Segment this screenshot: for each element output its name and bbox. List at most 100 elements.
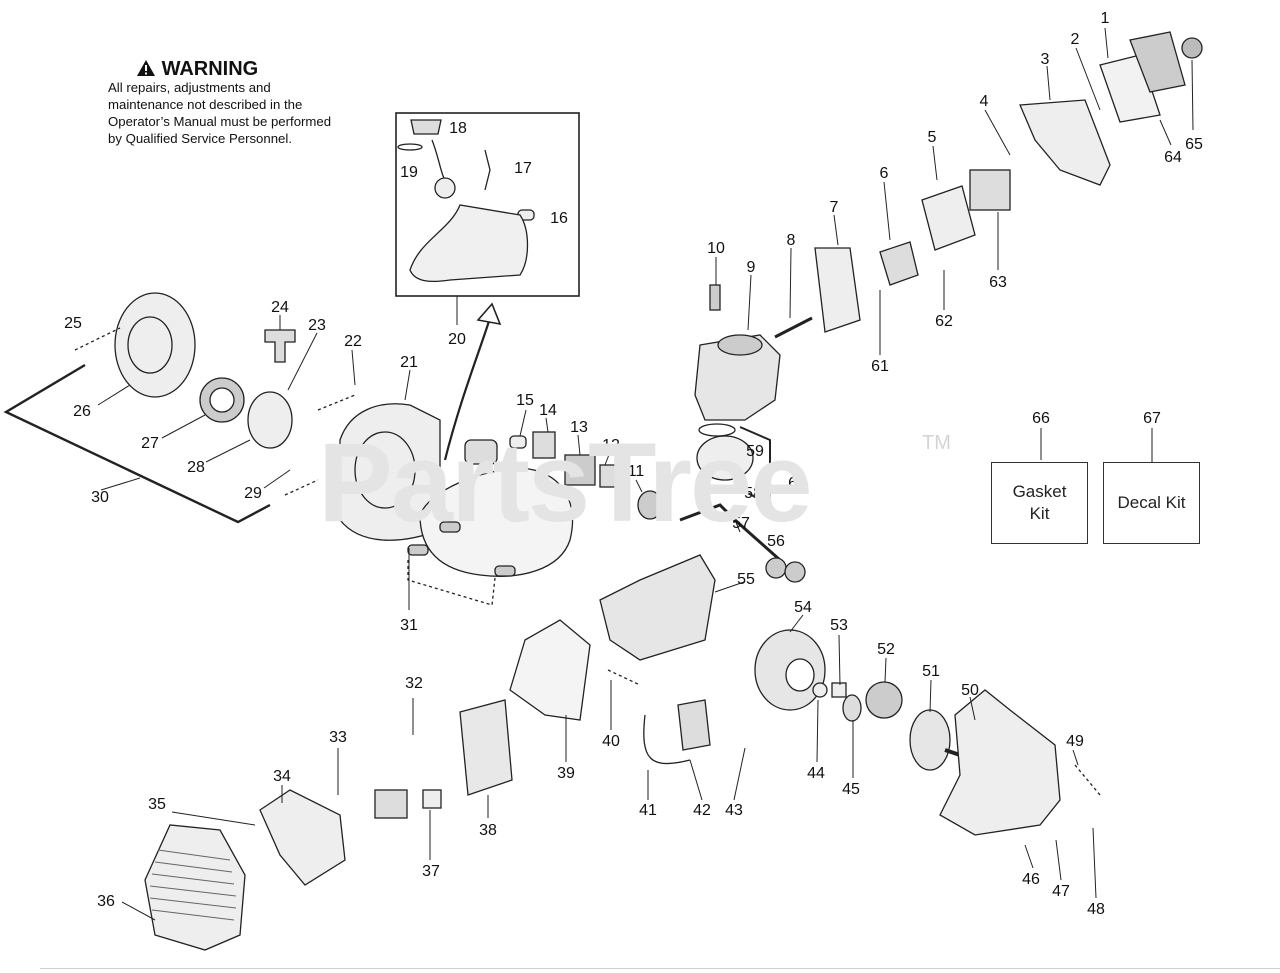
plug-wire-41 — [643, 714, 691, 765]
callout-16: 16 — [550, 210, 568, 227]
intake-adapter-6 — [879, 241, 919, 286]
callout-60: 60 — [788, 475, 806, 492]
callout-13: 13 — [570, 419, 588, 436]
bottom-divider — [40, 968, 1280, 969]
fuel-tank-inset — [409, 204, 529, 283]
gasket-kit-label: Gasket Kit — [1012, 482, 1067, 523]
starter-handle-24 — [264, 329, 296, 363]
cylinder-9 — [694, 334, 781, 421]
callout-34: 34 — [273, 768, 291, 785]
crankcase-55 — [599, 554, 716, 661]
callout-40: 40 — [602, 733, 620, 750]
callout-33: 33 — [329, 729, 347, 746]
clutch-drum-51 — [909, 709, 951, 771]
callout-2: 2 — [1071, 31, 1080, 48]
callout-46: 46 — [1022, 871, 1040, 888]
callout-18: 18 — [449, 120, 467, 137]
callout-51: 51 — [922, 663, 940, 680]
callout-37: 37 — [422, 863, 440, 880]
intake-gasket-7 — [814, 247, 861, 333]
trademark-mark: TM — [922, 432, 951, 454]
callout-17: 17 — [514, 160, 532, 177]
callout-21: 21 — [400, 354, 418, 371]
knob-65 — [1181, 37, 1203, 59]
callout-10: 10 — [707, 240, 725, 257]
callout-28: 28 — [187, 459, 205, 476]
spacer-53 — [831, 682, 847, 698]
damper-31a — [439, 521, 461, 533]
callout-32: 32 — [405, 675, 423, 692]
ignition-coil-42 — [677, 699, 711, 751]
callout-38: 38 — [479, 822, 497, 839]
warning-heading: WARNING — [136, 58, 258, 81]
inset-arrow — [443, 317, 492, 461]
callout-1: 1 — [1101, 10, 1110, 27]
callout-50: 50 — [961, 682, 979, 699]
callout-62: 62 — [935, 313, 953, 330]
callout-42: 42 — [693, 802, 711, 819]
callout-44: 44 — [807, 765, 825, 782]
fuel-tank-inset-box — [395, 112, 580, 297]
callout-20: 20 — [448, 331, 466, 348]
callout-6: 6 — [880, 165, 889, 182]
callout-61: 61 — [871, 358, 889, 375]
callout-12: 12 — [602, 437, 620, 454]
callout-54: 54 — [794, 599, 812, 616]
callout-4: 4 — [980, 93, 989, 110]
part-14 — [532, 431, 556, 459]
callout-29: 29 — [244, 485, 262, 502]
callout-25: 25 — [64, 315, 82, 332]
callout-11: 11 — [628, 463, 645, 480]
callout-27: 27 — [141, 435, 159, 452]
callout-49: 49 — [1066, 733, 1084, 750]
callout-65: 65 — [1185, 136, 1203, 153]
warning-triangle-icon — [136, 58, 156, 81]
air-cover-3 — [1019, 99, 1111, 186]
callout-26: 26 — [73, 403, 91, 420]
clutch-52 — [865, 681, 903, 719]
spark-plug-10 — [709, 284, 721, 311]
part-15 — [509, 435, 527, 449]
gasket-5 — [921, 185, 976, 251]
gasket-kit-box: Gasket Kit — [991, 462, 1088, 544]
washer-45 — [842, 694, 862, 722]
callout-58: 58 — [744, 485, 762, 502]
muffler-38 — [459, 699, 513, 796]
fuel-cap-18 — [410, 119, 442, 135]
callout-30: 30 — [91, 489, 109, 506]
callout-63: 63 — [989, 274, 1007, 291]
ring-59 — [698, 423, 736, 437]
callout-8: 8 — [787, 232, 796, 249]
piston-bracket-60 — [739, 426, 771, 507]
callout-24: 24 — [271, 299, 289, 316]
decal-kit-label: Decal Kit — [1117, 493, 1186, 512]
callout-36: 36 — [97, 893, 115, 910]
filter-top-1 — [1129, 31, 1186, 93]
callout-41: 41 — [639, 802, 657, 819]
pulley-28 — [247, 391, 293, 449]
fuel-tank-main — [419, 467, 574, 577]
callout-67: 67 — [1143, 410, 1161, 427]
callout-23: 23 — [308, 317, 326, 334]
callout-14: 14 — [539, 402, 557, 419]
callout-59: 59 — [746, 443, 764, 460]
callout-56: 56 — [767, 533, 785, 550]
callout-55: 55 — [737, 571, 755, 588]
callout-7: 7 — [830, 199, 839, 216]
label-plate-37 — [422, 789, 442, 809]
partstree-watermark: PartsTree — [318, 420, 813, 545]
callout-47: 47 — [1052, 883, 1070, 900]
callout-35: 35 — [148, 796, 166, 813]
callout-43: 43 — [725, 802, 743, 819]
bearing-56b — [784, 561, 806, 583]
clutch-housing-50 — [939, 689, 1061, 836]
callout-45: 45 — [842, 781, 860, 798]
warning-title: WARNING — [161, 58, 259, 80]
callout-19: 19 — [400, 164, 418, 181]
callout-48: 48 — [1087, 901, 1105, 918]
callout-64: 64 — [1164, 149, 1182, 166]
callout-52: 52 — [877, 641, 895, 658]
washer-44 — [812, 682, 828, 698]
screen-37b — [374, 789, 408, 819]
